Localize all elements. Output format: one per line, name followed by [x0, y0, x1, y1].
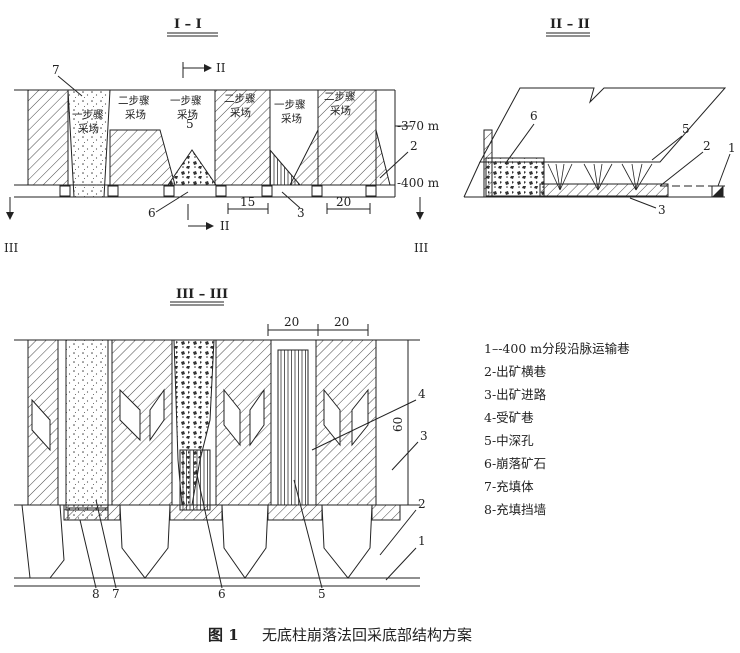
backfill-column	[65, 339, 109, 511]
marker-ii-bottom: II	[220, 219, 230, 233]
first-step-stope-left	[27, 89, 69, 186]
callout-3: 3	[420, 429, 428, 443]
stope-label-stope-6: 采场	[330, 104, 351, 117]
stope-label-stope-5: 采场	[281, 112, 302, 125]
callout-3-top: 3	[297, 206, 305, 220]
level-370: -370 m	[397, 119, 440, 133]
stope-label-stope-1: 采场	[78, 122, 99, 135]
stope-label-stope-4: 采场	[230, 106, 251, 119]
legend: 1–-400 m分段沿脉运输巷 2-出矿横巷 3-出矿进路 4-受矿巷 5-中深…	[484, 341, 630, 517]
callout-5-sec2: 5	[682, 122, 690, 136]
callout-8: 8	[92, 587, 100, 601]
callout-5: 5	[318, 587, 326, 601]
marker-iii-right: III	[414, 241, 428, 255]
stope-label-second-2: 二步骤	[224, 93, 256, 105]
callout-4: 4	[418, 387, 426, 401]
stope-label-first-2: 一步骤	[170, 95, 202, 107]
callout-2: 2	[418, 497, 426, 511]
legend-item-5: 5-中深孔	[484, 433, 534, 448]
stope-label-second-3: 二步骤	[324, 91, 356, 103]
figure-caption: 图 1 无底柱崩落法回采底部结构方案	[208, 626, 472, 644]
stope-label-stope-3: 采场	[177, 108, 198, 121]
callout-7-top: 7	[52, 63, 60, 77]
section-3-title: III – III	[176, 287, 228, 302]
callout-2-sec2: 2	[703, 139, 711, 153]
dim-60: 60	[391, 417, 405, 432]
caved-ore-cone-2	[269, 148, 302, 186]
legend-item-3: 3-出矿进路	[484, 387, 547, 402]
section-1-1: I – I 一步骤 采场 二步骤 采场 一步骤 采场	[4, 17, 440, 255]
caved-ore-cone-1	[167, 149, 217, 186]
callout-6-top: 6	[148, 206, 156, 220]
callout-5-top: 5	[186, 117, 194, 131]
marker-iii-left: III	[4, 241, 18, 255]
section-2-2: II – II 6 5 2 1 3	[463, 17, 736, 217]
legend-item-2: 2-出矿横巷	[484, 364, 547, 379]
legend-item-4: 4-受矿巷	[484, 410, 534, 425]
dim-20-top: 20	[336, 195, 351, 209]
first-step-stope-mid	[214, 89, 271, 186]
stope-label-first-1: 一步骤	[72, 109, 104, 121]
stope-label-second-1: 二步骤	[118, 95, 150, 107]
callout-6-sec2: 6	[530, 109, 538, 123]
section-1-title: I – I	[174, 17, 202, 32]
section-2-title: II – II	[550, 17, 590, 32]
caption-text: 无底柱崩落法回采底部结构方案	[262, 626, 472, 644]
legend-item-6: 6-崩落矿石	[484, 456, 546, 471]
callout-3-sec2: 3	[658, 203, 666, 217]
legend-item-8: 8-充填挡墙	[484, 502, 546, 517]
caption-figure-no: 图 1	[208, 626, 239, 644]
section-3-3: III – III	[14, 287, 428, 601]
callout-7: 7	[112, 587, 120, 601]
marker-ii-top: II	[216, 61, 226, 75]
legend-item-1: 1–-400 m分段沿脉运输巷	[484, 341, 630, 356]
backfill-body-1	[67, 89, 111, 198]
stope-label-stope-2: 采场	[125, 108, 146, 121]
dim-20-a: 20	[284, 315, 299, 329]
callout-1: 1	[418, 534, 426, 548]
mid-deep-hole-column	[277, 349, 309, 506]
dim-15: 15	[240, 195, 255, 209]
callout-2-top: 2	[410, 139, 418, 153]
level-400: -400 m	[397, 176, 440, 190]
legend-item-7: 7-充填体	[484, 479, 534, 494]
stope-label-first-3: 一步骤	[274, 99, 306, 111]
caved-ore-sec2	[485, 157, 545, 197]
dim-20-b: 20	[334, 315, 349, 329]
callout-6: 6	[218, 587, 226, 601]
callout-1-sec2: 1	[728, 141, 736, 155]
